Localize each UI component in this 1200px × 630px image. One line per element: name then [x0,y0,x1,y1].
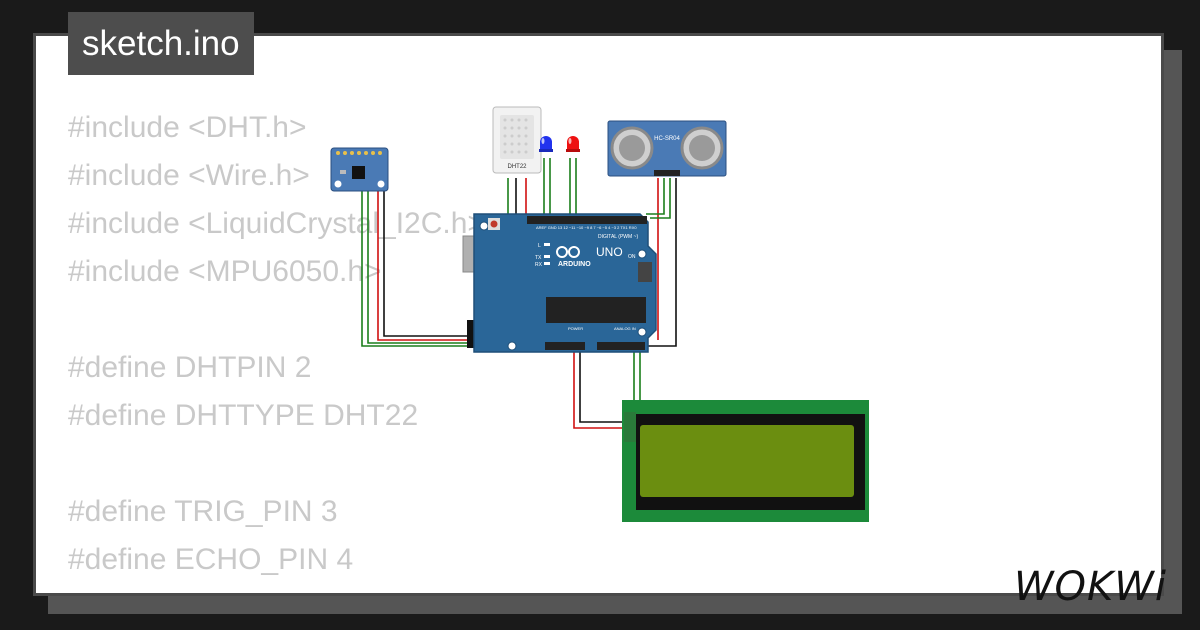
ultrasonic-label: HC-SR04 [654,136,680,142]
code-line: #include <DHT.h> [68,111,307,144]
l-led-label: L [538,243,541,249]
wire-red [573,352,626,429]
sketch-title-tab[interactable]: sketch.ino [68,12,254,75]
analog-header-label: ANALOG IN [614,326,636,331]
ultrasonic-sensor[interactable]: HC-SR04 [607,120,727,177]
wire-green [646,178,665,215]
power-header-label: POWER [568,326,583,331]
code-preview: #include <DHT.h> #include <Wire.h> #incl… [68,104,485,584]
arduino-uno-board[interactable]: AREF GND 13 12 ~11 ~10 ~9 8 7 ~6 ~5 4 ~3… [462,213,657,353]
code-line: #include <MPU6050.h> [68,255,382,288]
brand-label: ARDUINO [558,261,591,268]
blue-led[interactable] [539,136,553,152]
aref-label: AREF GND 13 12 ~11 ~10 ~9 8 7 ~6 ~5 4 ~3… [536,225,637,230]
wokwi-logo-text: WOKWi [1014,564,1167,608]
digital-header-label: DIGITAL (PWM ~) [598,234,638,240]
arduino-logo-icon [556,246,580,258]
dht22-label: DHT22 [507,164,527,170]
code-line: #define ECHO_PIN 4 [68,543,354,576]
mpu6050-module[interactable] [330,147,389,192]
code-line: #define TRIG_PIN 3 [68,495,338,528]
tx-led-label: TX [535,255,542,261]
lcd-display[interactable] [622,400,869,522]
wokwi-logo: WOKWi [1014,564,1167,608]
model-label: UNO [596,245,623,259]
red-led[interactable] [566,136,580,152]
wire-black [579,352,626,423]
circuit-diagram: DHT22 HC-SR04 [330,106,869,522]
on-label: ON [628,254,636,260]
code-line: #define DHTPIN 2 [68,351,312,384]
dht22-sensor[interactable]: DHT22 [492,106,542,174]
wire-green [650,178,671,219]
code-line: #define DHTTYPE DHT22 [68,399,419,432]
rx-led-label: RX [535,262,543,268]
project-card[interactable]: #include <DHT.h> #include <Wire.h> #incl… [33,33,1164,596]
code-line: #include <LiquidCrystal_I2C.h> [68,207,485,240]
code-line: #include <Wire.h> [68,159,310,192]
